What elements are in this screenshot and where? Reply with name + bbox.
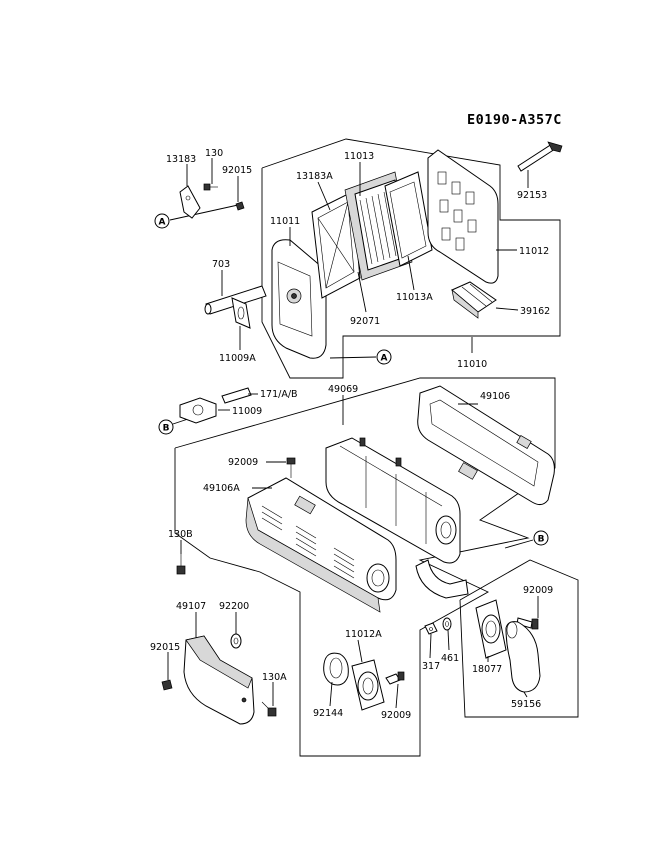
label-11009A: 11009A <box>219 353 256 364</box>
clamp-92144 <box>323 652 349 686</box>
svg-text:A: A <box>159 218 166 228</box>
label-11011: 11011 <box>270 216 300 227</box>
gasket-11009 <box>179 397 217 424</box>
callout-a-upper: A <box>154 204 239 229</box>
label-92015-bottom: 92015 <box>150 642 180 653</box>
label-13183: 13183 <box>166 154 196 165</box>
nut-92015-top <box>235 201 245 211</box>
svg-text:B: B <box>163 424 170 434</box>
muffler-49069 <box>325 437 469 599</box>
label-703: 703 <box>212 259 230 270</box>
bolt-92009-upper <box>286 457 296 478</box>
bolt-92009-lower <box>385 671 405 685</box>
case-11012 <box>427 149 499 284</box>
bolt-130A <box>261 701 277 717</box>
bolt-130 <box>203 183 218 191</box>
elbow-59156 <box>505 621 541 693</box>
gasket-11009A <box>231 297 251 329</box>
diagram-code: E0190-A357C <box>467 112 562 128</box>
label-92009-lower: 92009 <box>381 710 411 721</box>
label-11013A: 11013A <box>396 292 433 303</box>
label-49106A: 49106A <box>203 483 240 494</box>
label-11012A: 11012A <box>345 629 382 640</box>
bolt-92009-right <box>516 617 539 630</box>
group-outline-air-cleaner <box>261 138 561 379</box>
label-92009-right: 92009 <box>523 585 553 596</box>
label-49069: 49069 <box>328 384 358 395</box>
label-92015-top: 92015 <box>222 165 252 176</box>
group-outline-elbow <box>459 559 579 718</box>
stud-171 <box>221 387 252 404</box>
frame-13183A <box>311 191 361 299</box>
precleaner-11013A <box>384 171 433 267</box>
cover-49106A <box>245 477 397 613</box>
flange-11012A <box>351 659 385 711</box>
bracket-13183 <box>179 185 201 219</box>
louver-slots <box>261 505 355 579</box>
label-11010: 11010 <box>457 359 487 370</box>
label-92009-upper: 92009 <box>228 457 258 468</box>
label-130: 130 <box>205 148 223 159</box>
bolt-92153 <box>517 141 563 172</box>
label-130B: 130B <box>168 529 193 540</box>
label-59156: 59156 <box>511 699 541 710</box>
guard-49107 <box>183 635 255 725</box>
label-11012: 11012 <box>519 246 549 257</box>
label-130A: 130A <box>262 672 287 683</box>
nut-92015-bottom <box>161 679 173 691</box>
gasket-92200 <box>230 633 242 649</box>
label-18077: 18077 <box>472 664 502 675</box>
shield-49106 <box>417 385 555 506</box>
cover-11011 <box>271 239 327 359</box>
label-92200: 92200 <box>219 601 249 612</box>
label-92071: 92071 <box>350 316 380 327</box>
label-317: 317 <box>422 661 440 672</box>
label-49106: 49106 <box>480 391 510 402</box>
group-outline-muffler <box>174 377 556 757</box>
flange-18077 <box>475 599 507 659</box>
part-labels: 13183 130 92015 11013 13183A 11011 703 1… <box>150 148 553 721</box>
label-92144: 92144 <box>313 708 343 719</box>
callout-b-right: B <box>504 530 549 549</box>
callout-a-lower: A <box>329 349 392 365</box>
label-11009: 11009 <box>232 406 262 417</box>
label-461: 461 <box>441 653 459 664</box>
grommet-39162 <box>451 281 497 319</box>
leader-lines <box>167 158 539 709</box>
label-13183A: 13183A <box>296 171 333 182</box>
label-49107: 49107 <box>176 601 206 612</box>
label-39162: 39162 <box>520 306 550 317</box>
label-92153: 92153 <box>517 190 547 201</box>
nut-317 <box>424 622 438 635</box>
bolt-130B <box>176 554 186 575</box>
label-171AB: 171/A/B <box>260 389 298 400</box>
washer-461 <box>442 617 452 631</box>
label-11013: 11013 <box>344 151 374 162</box>
svg-text:B: B <box>538 535 545 545</box>
svg-text:A: A <box>381 354 388 364</box>
